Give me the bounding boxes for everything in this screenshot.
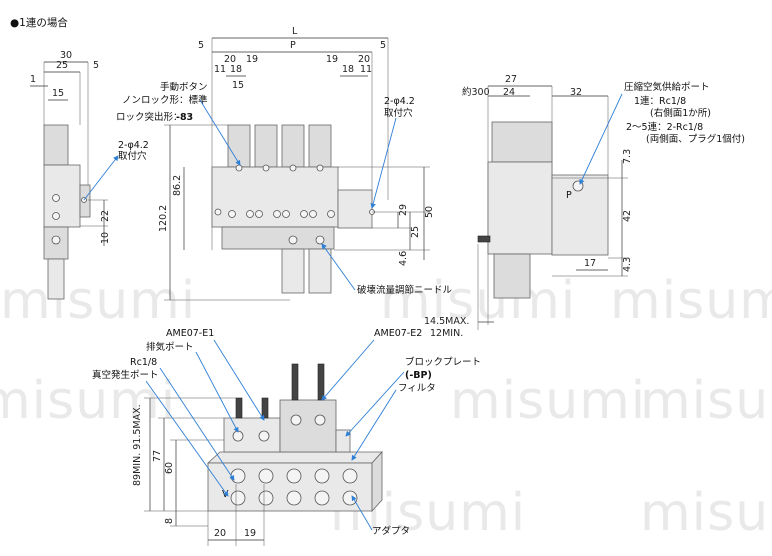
- filter-2: [308, 248, 332, 294]
- filter-body: [47, 258, 65, 300]
- watermark: misumi: [640, 483, 772, 543]
- supply-port: [572, 180, 584, 192]
- view-side: 27 約300 24 32 P 7.3 42 4.3 17 14.5MAX. 1…: [424, 74, 745, 339]
- valve-1: [227, 124, 251, 168]
- needle-knob: [477, 235, 491, 243]
- valve-side: [491, 121, 553, 163]
- dim-12: 12MIN.: [430, 328, 463, 339]
- exhaust-label: 排気ポート: [146, 341, 194, 353]
- dim-32: 32: [570, 87, 582, 98]
- dim-18a: 18: [230, 64, 242, 75]
- dim-77: 77: [152, 450, 163, 462]
- dim-19a: 19: [246, 54, 258, 65]
- dim-120: 120.2: [158, 205, 169, 232]
- dim-7-3: 7.3: [622, 149, 633, 164]
- dim-4-3: 4.3: [622, 257, 633, 272]
- rc-label: Rc1/8: [130, 357, 157, 368]
- dim-25: 25: [56, 60, 68, 71]
- filter-label: フィルタ: [398, 383, 436, 394]
- watermark: misumi: [610, 271, 772, 331]
- body-side: [487, 161, 553, 255]
- filter-1: [281, 248, 305, 294]
- dim-24: 24: [503, 87, 515, 98]
- p-mark: P: [566, 190, 572, 201]
- manifold: [211, 166, 339, 228]
- dim-19b: 19: [326, 54, 338, 65]
- dim-30: 30: [60, 50, 72, 61]
- lower-manifold: [221, 226, 335, 250]
- dim-4-6: 4.6: [398, 251, 409, 266]
- view-single-unit: 30 25 5 1 15 22 10 2-φ4.2 取付穴: [30, 50, 149, 300]
- dim-300: 約300: [462, 86, 490, 98]
- v-mark: V: [222, 489, 229, 500]
- hole-label-sub: 取付穴: [118, 150, 147, 162]
- dim-14-5: 14.5MAX.: [424, 316, 469, 327]
- manifold-block: [43, 164, 81, 228]
- dim-20b: 20: [358, 54, 370, 65]
- adapter-label: アダプタ: [372, 525, 410, 537]
- manual-button-label: 手動ボタン: [160, 81, 208, 93]
- block-plate-code: (-BP): [405, 370, 432, 381]
- dim-27: 27: [505, 74, 517, 85]
- hole-label: 2-φ4.2: [384, 96, 415, 107]
- needle-label: 破壊流量調節ニードル: [357, 284, 453, 296]
- dim-22: 22: [100, 210, 111, 222]
- hole-label: 2-φ4.2: [118, 140, 149, 151]
- valve-3: [281, 124, 305, 168]
- block-plate-label: ブロックプレート: [405, 356, 481, 368]
- supply-multi-sub: (両側面、プラグ1個付): [646, 133, 745, 145]
- hole-label-sub: 取付穴: [384, 107, 413, 119]
- dim-w20: 20: [214, 528, 226, 539]
- dim-8: 8: [164, 518, 175, 524]
- dim-P: P: [290, 40, 296, 51]
- watermark: misumi: [380, 271, 576, 331]
- dim-11b: 11: [360, 64, 372, 75]
- valve-4: [308, 124, 332, 168]
- side-block: [337, 189, 373, 229]
- valve-2: [254, 124, 278, 168]
- view-perspective: V 89MIN. 91.5MAX. 77 60 8 20 19 AME07: [92, 328, 481, 546]
- dim-15: 15: [232, 80, 244, 91]
- dim-20a: 20: [224, 54, 236, 65]
- dim-89: 89MIN. 91.5MAX.: [132, 404, 143, 486]
- supply-one: 1連：Rc1/8: [634, 95, 686, 107]
- dim-15: 15: [52, 88, 64, 99]
- dim-w19: 19: [244, 528, 256, 539]
- supply-multi: 2〜5連：2-Rc1/8: [626, 121, 703, 133]
- dim-17: 17: [584, 258, 596, 269]
- dim-60: 60: [164, 462, 175, 474]
- dim-86: 86.2: [172, 175, 183, 196]
- filter-side: [493, 253, 531, 299]
- watermark: misumi: [450, 371, 646, 431]
- ame-e1-label: AME07-E1: [166, 328, 214, 339]
- dim-5a: 5: [198, 40, 204, 51]
- view-multi-unit: L P 5 5 11 20 19 18 15 19 20 18 11: [116, 26, 453, 301]
- vacuum-label: 真空発生ポート: [92, 369, 159, 381]
- lock-label: ロック突出形：: [116, 111, 183, 123]
- watermark: misumi: [640, 371, 772, 431]
- nonlock-label: ノンロック形：標準: [122, 94, 208, 106]
- dim-29: 29: [398, 204, 409, 216]
- dim-11a: 11: [214, 64, 226, 75]
- supply-one-sub: (右側面1か所): [650, 107, 711, 119]
- dim-1: 1: [30, 74, 36, 85]
- watermark-group: misumi misumi misumi misumi misumi misum…: [0, 271, 772, 543]
- dim-10: 10: [100, 232, 111, 244]
- ejector-1: [223, 417, 281, 453]
- dim-25: 25: [410, 226, 421, 238]
- supply-port-label: 圧縮空気供給ポート: [624, 81, 710, 93]
- lock-code: -83: [176, 112, 193, 123]
- ejector-2: [279, 399, 337, 453]
- page-title: ●1連の場合: [10, 16, 68, 29]
- watermark: misumi: [0, 271, 196, 331]
- dim-5: 5: [93, 60, 99, 71]
- ame-e2-label: AME07-E2: [374, 328, 422, 339]
- dim-5b: 5: [380, 40, 386, 51]
- dim-18b: 18: [342, 64, 354, 75]
- valve-top: [43, 124, 69, 166]
- dim-L: L: [292, 26, 298, 37]
- dim-42: 42: [622, 210, 633, 222]
